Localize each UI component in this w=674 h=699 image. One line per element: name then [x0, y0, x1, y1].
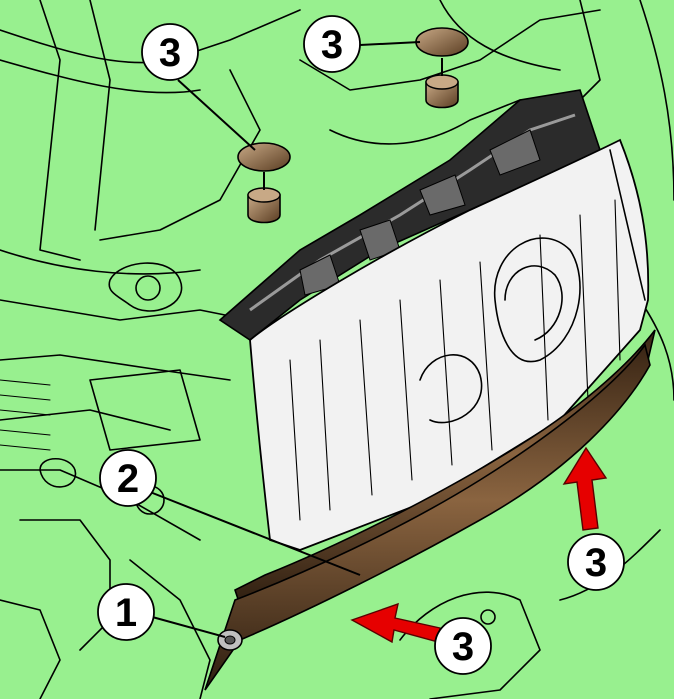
svg-text:1: 1: [115, 591, 137, 635]
callout-clip-top-right: 3: [303, 15, 361, 73]
leader-clip-top-left: [177, 79, 256, 151]
leader-lower-fastener: [144, 614, 226, 638]
trim-strip-lower: [204, 343, 651, 691]
svg-text:3: 3: [321, 23, 343, 67]
callout-trim-strip: 2: [99, 449, 157, 507]
clip-top-left-icon: [237, 142, 291, 224]
svg-text:3: 3: [159, 31, 181, 75]
leader-lines: [144, 41, 421, 638]
callout-push-right: 3: [567, 533, 625, 591]
callout-lower-fastener: 1: [97, 583, 155, 641]
callout-clip-top-left: 3: [141, 23, 199, 81]
arrow-bottom-icon: [350, 602, 441, 644]
leader-clip-top-right: [359, 41, 421, 46]
svg-text:3: 3: [585, 541, 607, 585]
clip-top-right-icon: [415, 27, 469, 109]
svg-text:2: 2: [117, 457, 139, 501]
callout-push-bottom: 3: [434, 617, 492, 675]
svg-text:3: 3: [452, 625, 474, 669]
leader-trim-strip: [144, 489, 361, 576]
arrow-right-icon: [562, 446, 608, 531]
red-arrows: [350, 446, 608, 644]
headlamp-lens: [249, 138, 650, 551]
lower-fastener: [217, 629, 243, 651]
